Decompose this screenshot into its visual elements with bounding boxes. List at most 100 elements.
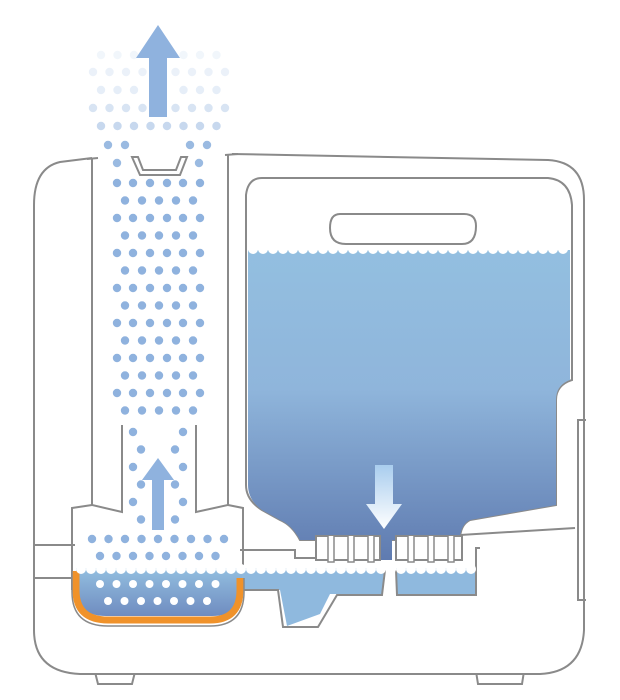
wave-crest xyxy=(448,244,458,254)
droplet xyxy=(186,597,195,605)
droplet xyxy=(113,50,122,60)
wave-crest xyxy=(126,564,136,574)
wave-crest xyxy=(498,244,508,254)
droplet xyxy=(137,534,146,544)
droplet xyxy=(170,534,179,544)
droplet xyxy=(179,121,188,131)
wave-crest xyxy=(216,564,226,574)
droplet xyxy=(95,551,105,561)
wave-crest xyxy=(256,564,266,574)
droplet xyxy=(195,283,205,293)
droplet xyxy=(212,85,221,95)
valve-fin xyxy=(367,536,375,563)
droplet xyxy=(179,85,188,95)
droplet xyxy=(211,580,220,588)
droplet xyxy=(128,551,138,561)
droplet xyxy=(112,353,122,363)
droplet xyxy=(128,248,138,258)
droplet xyxy=(171,371,181,380)
wave-crest xyxy=(468,244,478,254)
droplet xyxy=(113,121,122,131)
wave-crest xyxy=(326,564,336,574)
droplet xyxy=(203,597,211,605)
droplet xyxy=(171,266,181,275)
droplet xyxy=(129,121,139,131)
droplet xyxy=(195,50,205,60)
droplet xyxy=(112,580,121,588)
droplet xyxy=(104,597,112,605)
droplet xyxy=(195,121,205,131)
boiling-water-surface xyxy=(76,564,476,574)
droplet xyxy=(112,158,122,168)
droplet xyxy=(188,371,198,380)
droplet xyxy=(96,50,106,60)
droplet xyxy=(153,534,163,544)
droplet xyxy=(188,406,198,415)
droplet xyxy=(128,213,138,223)
wave-crest xyxy=(86,564,96,574)
wave-crest xyxy=(428,244,438,254)
droplet xyxy=(162,318,172,328)
droplet xyxy=(112,178,122,188)
heater-outline xyxy=(71,570,245,627)
droplet xyxy=(162,178,172,188)
droplet xyxy=(220,67,230,77)
droplet xyxy=(178,580,187,588)
droplet xyxy=(178,427,188,437)
droplet xyxy=(128,178,138,188)
droplet xyxy=(137,301,147,310)
droplet xyxy=(120,301,130,310)
droplet xyxy=(120,140,130,150)
droplet xyxy=(203,534,212,544)
wave-crest xyxy=(376,564,386,574)
droplet xyxy=(136,515,146,524)
droplet xyxy=(154,231,164,240)
steam-up-arrow-icon xyxy=(136,25,180,117)
droplet xyxy=(145,551,154,561)
droplet xyxy=(162,213,172,223)
droplet xyxy=(138,103,147,113)
wave-crest xyxy=(156,564,166,574)
droplet xyxy=(120,371,130,380)
wave-crest xyxy=(388,244,398,254)
wave-crest xyxy=(96,564,106,574)
valve-fin xyxy=(347,536,355,563)
wave-crest xyxy=(378,244,388,254)
droplet xyxy=(153,597,162,605)
tank-water xyxy=(248,250,570,560)
wave-crest xyxy=(396,564,406,574)
droplet xyxy=(128,353,138,363)
droplet xyxy=(170,445,180,454)
base-line-left xyxy=(34,544,75,579)
wave-crest xyxy=(438,244,448,254)
droplet xyxy=(137,266,147,275)
side-panel xyxy=(577,419,586,601)
tank-water-surface xyxy=(248,244,568,254)
droplet xyxy=(120,336,130,345)
wave-crest xyxy=(338,244,348,254)
droplet xyxy=(154,336,164,345)
droplet xyxy=(113,85,122,95)
droplet xyxy=(162,248,172,258)
droplet xyxy=(179,50,188,60)
wave-crest xyxy=(336,564,346,574)
droplet xyxy=(178,551,187,561)
wave-crest xyxy=(288,244,298,254)
droplet xyxy=(161,551,171,561)
droplet xyxy=(96,85,106,95)
droplet xyxy=(88,103,98,113)
droplet xyxy=(178,462,188,472)
droplet xyxy=(162,388,172,398)
droplet xyxy=(187,103,197,113)
reservoir-outline xyxy=(240,547,480,628)
droplet xyxy=(171,336,181,345)
droplet xyxy=(96,580,104,588)
droplet xyxy=(178,178,188,188)
droplet xyxy=(137,406,147,415)
droplet xyxy=(185,140,195,150)
droplet xyxy=(112,388,122,398)
droplet xyxy=(129,85,139,95)
steam-outlet-cap xyxy=(130,156,189,176)
valve-fin xyxy=(327,536,335,563)
wave-crest xyxy=(398,244,408,254)
